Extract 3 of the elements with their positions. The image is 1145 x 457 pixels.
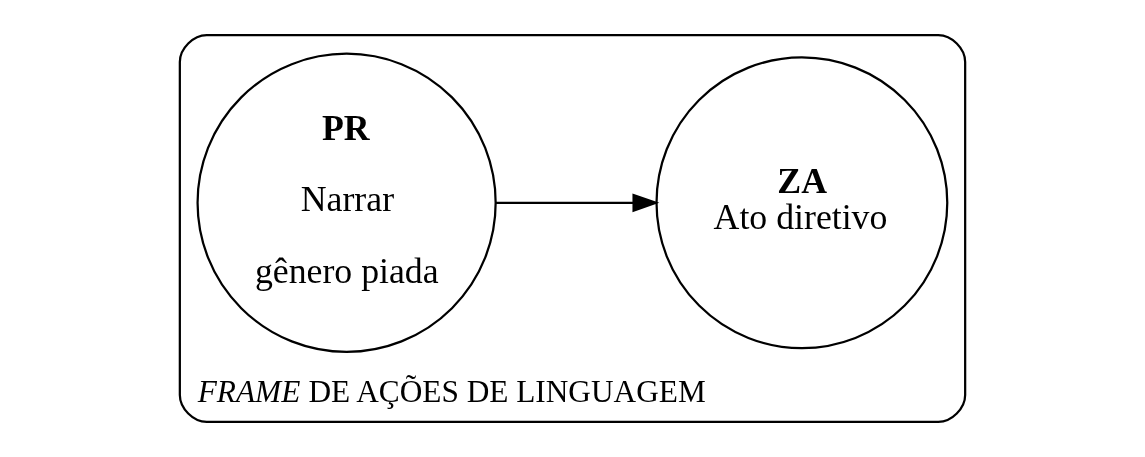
node-circle: ZA Ato diretivo <box>655 56 949 350</box>
arrow <box>495 193 660 213</box>
node-circle: PR Narrar gênero piada <box>196 52 497 353</box>
